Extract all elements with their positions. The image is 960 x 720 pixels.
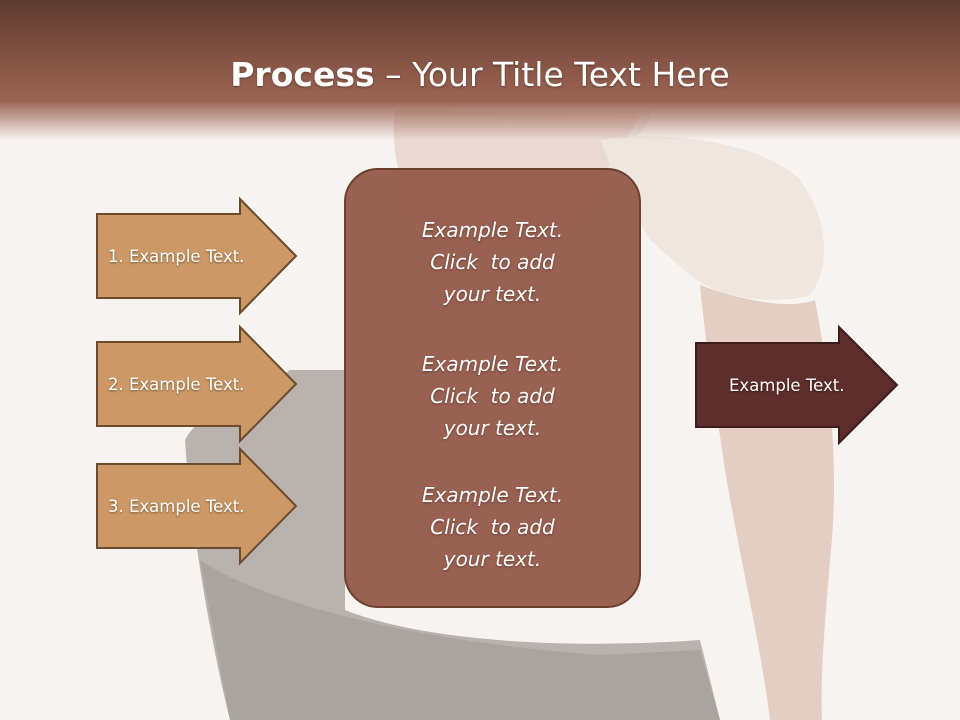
center-text-block-1: Example Text. Click to add your text.: [346, 214, 639, 310]
center-text-line: Example Text.: [421, 218, 564, 242]
slide-title-rest: – Your Title Text Here: [374, 55, 730, 94]
center-text-line: your text.: [443, 282, 542, 306]
center-text-block-2: Example Text. Click to add your text.: [346, 348, 639, 444]
title-bar: [0, 0, 960, 140]
arrow-shape: [695, 324, 899, 446]
left-arrow-label: 2. Example Text.: [108, 374, 245, 394]
center-text-line: your text.: [443, 416, 542, 440]
center-text-box[interactable]: Example Text. Click to add your text. Ex…: [344, 168, 641, 608]
left-arrow-label: 1. Example Text.: [108, 246, 245, 266]
arrow-shape: [96, 324, 298, 444]
arrow-shape: [96, 446, 298, 566]
center-text-line: your text.: [443, 547, 542, 571]
slide-title[interactable]: Process – Your Title Text Here: [0, 52, 960, 98]
center-text-line: Example Text.: [421, 483, 564, 507]
center-text-line: Click to add: [430, 384, 555, 408]
center-text-line: Click to add: [430, 515, 555, 539]
center-text-line: Click to add: [430, 250, 555, 274]
left-arrow-3[interactable]: 3. Example Text.: [96, 446, 298, 566]
right-arrow[interactable]: Example Text.: [695, 324, 899, 446]
left-arrow-label: 3. Example Text.: [108, 496, 245, 516]
center-text-block-3: Example Text. Click to add your text.: [346, 479, 639, 575]
left-arrow-1[interactable]: 1. Example Text.: [96, 196, 298, 316]
right-arrow-label: Example Text.: [729, 375, 845, 395]
slide-title-strong: Process: [230, 55, 375, 94]
arrow-shape: [96, 196, 298, 316]
center-text-line: Example Text.: [421, 352, 564, 376]
left-arrow-2[interactable]: 2. Example Text.: [96, 324, 298, 444]
